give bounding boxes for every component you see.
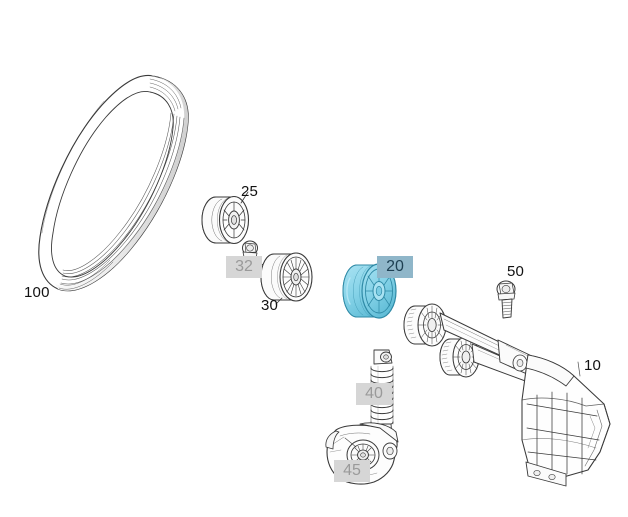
callout-tensioner-pulley-selected[interactable]: 20 [377, 256, 413, 278]
callout-pulley-bolt[interactable]: 32 [226, 256, 262, 278]
callout-bracket-mounting-bolt[interactable]: 50 [507, 263, 525, 280]
callout-tensioner-housing[interactable]: 45 [334, 460, 370, 482]
part-graphic-belt-tensioner-bracket [403, 303, 611, 487]
callout-idler-pulley-upper[interactable]: 25 [241, 183, 259, 200]
callout-belt-tensioner-bracket[interactable]: 10 [584, 357, 602, 374]
part-graphic-grooved-idler-pulley [260, 252, 313, 305]
part-graphic-tensioner-pulley-selected [342, 261, 397, 319]
callout-tensioner-damper-spring[interactable]: 40 [356, 383, 392, 405]
part-graphic-bracket-mounting-bolt [496, 280, 516, 319]
callout-ribbed-drive-belt[interactable]: 100 [24, 284, 50, 301]
callout-grooved-idler-pulley[interactable]: 30 [261, 297, 279, 314]
part-graphic-ribbed-drive-belt [38, 74, 189, 292]
part-graphic-idler-pulley-upper [201, 191, 250, 245]
